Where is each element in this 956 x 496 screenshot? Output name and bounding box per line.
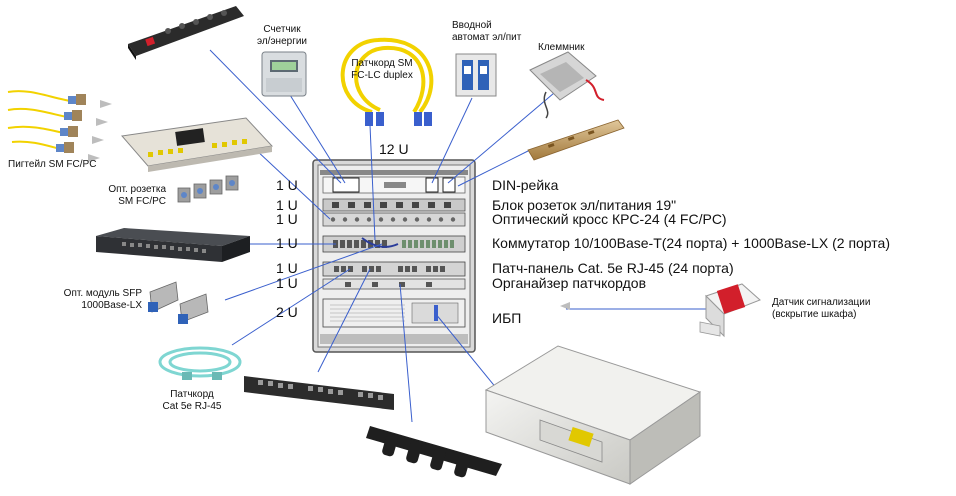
opt-socket-label: Опт. розетка SM FC/PC — [96, 184, 166, 208]
opt-socket-label-line1: Опт. розетка — [108, 184, 166, 195]
patchcord-cat5-label-line1: Патчкорд — [170, 389, 214, 400]
terminal-label: Клеммник — [538, 42, 585, 53]
meter-label-line1: Счетчик — [263, 24, 301, 35]
alarm-sensor-icon — [699, 283, 761, 338]
unit-label: 1 U — [276, 197, 298, 213]
ups-icon — [484, 345, 702, 485]
patch-panel-icon — [244, 376, 394, 410]
circuit-breaker-icon — [455, 53, 497, 97]
rack-row-label: Блок розеток эл/питания 19" — [492, 197, 677, 213]
rack-row-label: Органайзер патчкордов — [492, 275, 647, 291]
rack-row-label: Патч-панель Cat. 5e RJ-45 (24 порта) — [492, 260, 734, 276]
breaker-label-line1: Вводной — [452, 20, 492, 31]
unit-label: 1 U — [276, 260, 298, 276]
terminal-block-icon — [529, 51, 605, 119]
network-switch-icon — [96, 228, 250, 262]
unit-label: 1 U — [276, 211, 298, 227]
breaker-label-line2: автомат эл/пит — [452, 32, 522, 43]
server-rack-icon — [312, 159, 476, 353]
alarm-sensor-label-line1: Датчик сигнализации — [772, 297, 871, 308]
pigtail-icon — [7, 90, 112, 162]
unit-label: 2 U — [276, 304, 298, 320]
arrow-icons — [560, 302, 570, 310]
alarm-sensor-label-line2: (вскрытие шкафа) — [772, 309, 857, 320]
fiber-patchcord-icon — [340, 37, 434, 126]
rack-row-label: Оптический кросс КРС-24 (4 FC/PC) — [492, 211, 727, 227]
unit-label: 1 U — [276, 177, 298, 193]
rack-top-units: 12 U — [379, 141, 409, 157]
patchcord-icon — [158, 346, 242, 380]
alarm-sensor-label: Датчик сигнализации (вскрытие шкафа) — [772, 297, 870, 321]
opt-socket-label-line2: SM FC/PC — [118, 196, 166, 207]
meter-label-line2: эл/энергии — [256, 36, 308, 47]
optical-cross-icon — [121, 117, 274, 172]
optical-socket-icon — [177, 175, 239, 203]
rack-row-label: DIN-рейка — [492, 177, 559, 193]
din-rail-icon — [527, 119, 625, 161]
meter-label: Счетчик эл/энергии — [250, 24, 314, 48]
breaker-label: Вводной автомат эл/пит — [452, 20, 521, 44]
sfp-label-line1: Опт. модуль SFP — [63, 288, 142, 299]
rack-row-label: ИБП — [492, 310, 522, 326]
unit-label: 1 U — [276, 275, 298, 291]
rack-row-label: Коммутатор 10/100Base-T(24 порта) + 1000… — [492, 235, 890, 251]
cable-organizer-icon — [366, 426, 502, 478]
patchcord-sm-label: Патчкорд SM FC-LC duplex — [344, 58, 420, 82]
sfp-module-icon — [148, 281, 209, 324]
patchcord-cat5-label: Патчкорд Cat 5e RJ-45 — [160, 389, 224, 413]
patchcord-cat5-label-line2: Cat 5e RJ-45 — [162, 401, 222, 412]
energy-meter-icon — [261, 51, 307, 97]
patchcord-sm-label-line2: FC-LC duplex — [351, 70, 413, 81]
unit-label: 1 U — [276, 235, 298, 251]
patchcord-sm-label-line1: Патчкорд SM — [351, 58, 413, 69]
pigtail-label: Пигтейл SM FC/PC — [8, 159, 97, 170]
power-strip-icon — [128, 6, 244, 60]
sfp-label-line2: 1000Base-LX — [81, 300, 142, 311]
sfp-label: Опт. модуль SFP 1000Base-LX — [60, 288, 142, 312]
